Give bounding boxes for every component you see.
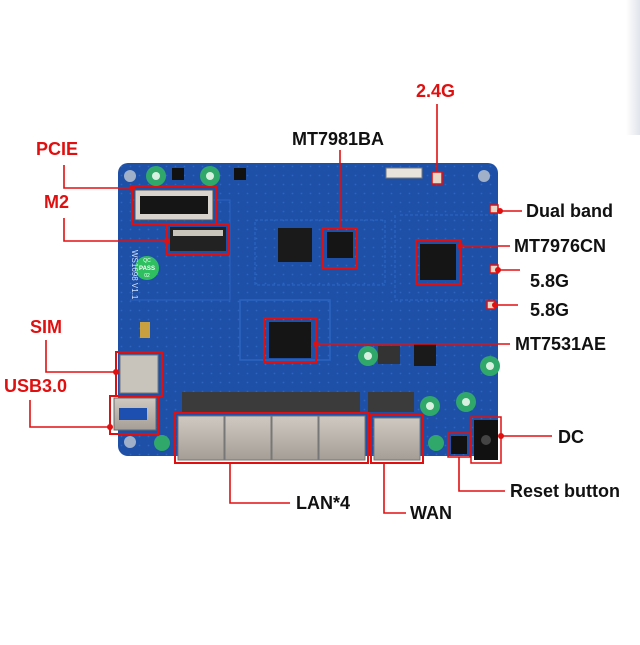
label-dual-band: Dual band <box>526 201 614 221</box>
label-2-4g: 2.4G <box>416 81 456 101</box>
label-mt7531ae: MT7531AE <box>515 334 607 354</box>
label-5-8g-1: 5.8G <box>530 271 570 291</box>
dc-jack <box>470 416 502 464</box>
m2-leader <box>63 218 167 242</box>
label-5-8g-2: 5.8G <box>530 300 570 320</box>
switch-chip-area <box>263 317 317 363</box>
qc-badge-middle: PASS <box>139 266 155 272</box>
label-reset-button: Reset button <box>510 481 620 501</box>
usb-leader <box>29 400 110 428</box>
lan-leader <box>229 463 290 504</box>
wifi-chip-area <box>415 171 499 310</box>
port-leds <box>182 392 414 412</box>
inductor <box>378 346 400 364</box>
usb-port <box>109 395 159 435</box>
top-switch-2 <box>234 168 246 180</box>
header-pin <box>140 322 150 338</box>
edge-shading <box>626 0 640 135</box>
label-m2: M2 <box>44 192 70 212</box>
reset-leader <box>458 457 505 492</box>
label-wan: WAN <box>410 503 452 523</box>
callout-lines <box>29 104 552 514</box>
label-mt7976cn: MT7976CN <box>514 236 607 256</box>
qc-badge-top: QC <box>143 258 151 264</box>
top-connector <box>385 167 423 179</box>
label-sim: SIM <box>30 317 63 337</box>
label-usb: USB3.0 <box>4 376 68 396</box>
pcie-slot <box>131 185 217 225</box>
mount-hole-tr <box>478 170 490 182</box>
m2-slot <box>166 223 230 255</box>
label-lan: LAN*4 <box>296 493 351 513</box>
label-pcie: PCIE <box>36 139 79 159</box>
reset-button-part <box>447 432 471 458</box>
mount-hole-tl <box>124 170 136 182</box>
mount-hole-bl <box>124 436 136 448</box>
pcie-leader <box>63 165 132 189</box>
top-switch-1 <box>172 168 184 180</box>
qc-pass-badge: QC PASS 02 <box>135 256 159 280</box>
sim-leader <box>45 340 116 373</box>
silkscreen-model: WS1698 V1.1 <box>130 250 139 300</box>
lan-ports <box>174 412 369 464</box>
misc-chip <box>414 344 436 366</box>
wan-leader <box>383 463 406 514</box>
label-dc: DC <box>558 427 584 447</box>
capacitors <box>146 166 500 451</box>
qc-badge-bottom: 02 <box>144 273 150 279</box>
wan-port <box>370 414 424 464</box>
sim-slot <box>115 351 163 397</box>
label-mt7981ba: MT7981BA <box>292 129 385 149</box>
callout-dots <box>107 185 504 439</box>
soc-area <box>278 227 358 269</box>
